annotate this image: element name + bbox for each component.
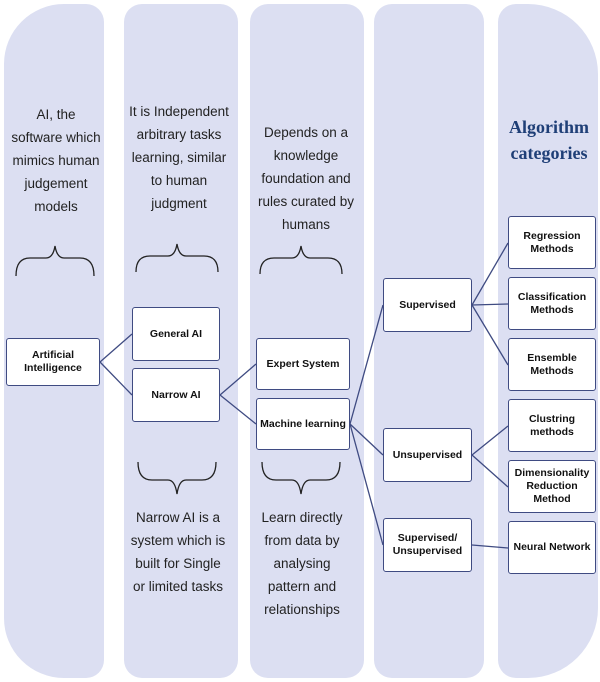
note-narrow-ai: Narrow AI is a system which is built for… <box>130 510 226 594</box>
note-ai: AI, the software which mimics human judg… <box>11 107 101 214</box>
node-general-ai: General AI <box>132 307 220 361</box>
node-classification-methods: Classification Methods <box>508 277 596 330</box>
node-artificial-intelligence: Artificial Intelligence <box>6 338 100 386</box>
note-general-ai: It is Independent arbitrary tasks learni… <box>129 104 229 211</box>
node-clustring-methods: Clustring methods <box>508 399 596 452</box>
node-unsupervised: Unsupervised <box>383 428 472 482</box>
node-neural-network: Neural Network <box>508 521 596 574</box>
node-narrow-ai: Narrow AI <box>132 368 220 422</box>
node-expert-system: Expert System <box>256 338 350 390</box>
node-supervised: Supervised <box>383 278 472 332</box>
node-dimensionality-reduction-method: Dimensionality Reduction Method <box>508 460 596 513</box>
note-expert-system: Depends on a knowledge foundation and ru… <box>257 125 355 232</box>
node-supervised-unsupervised: Supervised/ Unsupervised <box>383 518 472 572</box>
node-machine-learning: Machine learning <box>256 398 350 450</box>
note-machine-learning: Learn directly from data by analysing pa… <box>261 510 343 617</box>
algorithm-categories-title: Algorithm categories <box>509 117 589 163</box>
node-regression-methods: Regression Methods <box>508 216 596 269</box>
node-ensemble-methods: Ensemble Methods <box>508 338 596 391</box>
